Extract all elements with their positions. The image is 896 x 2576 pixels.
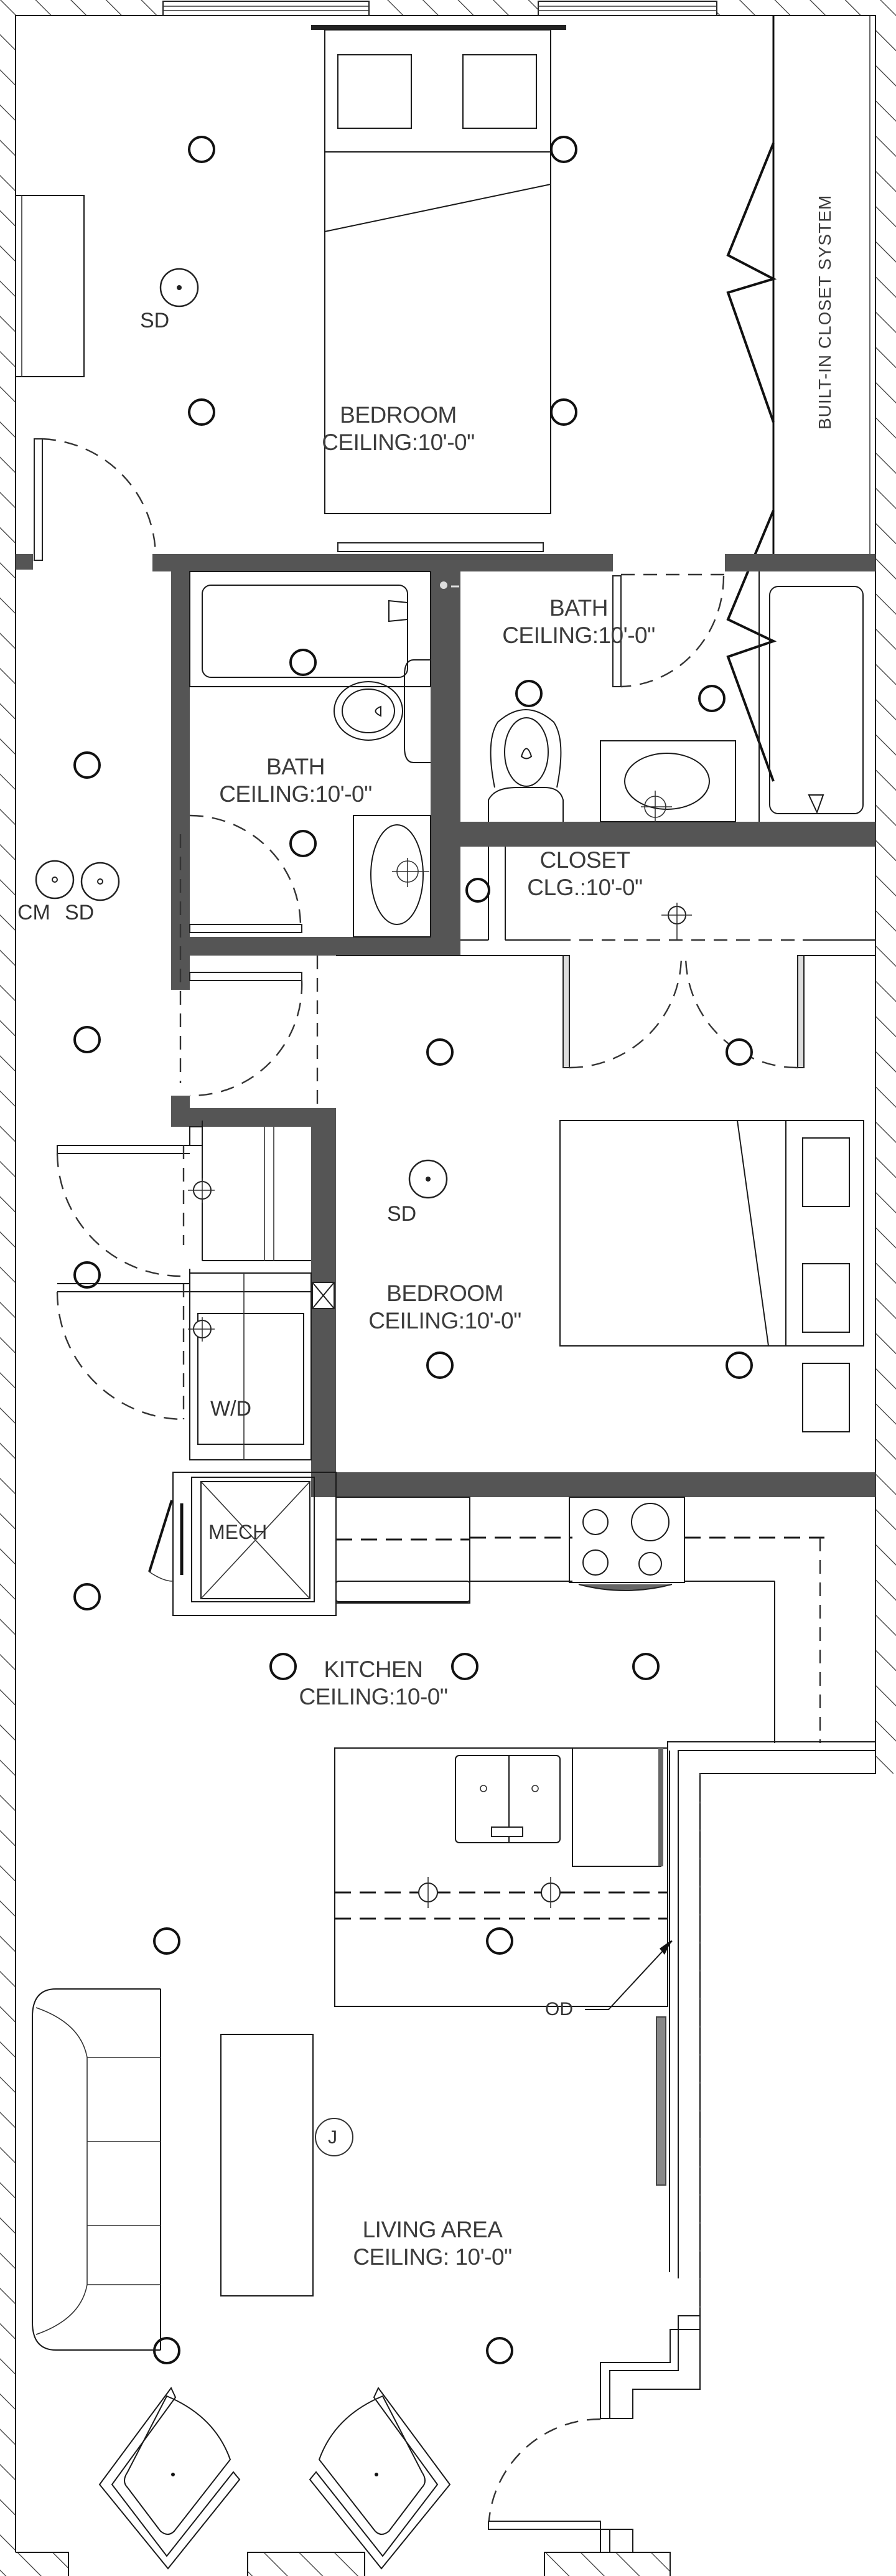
linen-closet <box>56 1121 311 1277</box>
room-name: BEDROOM <box>340 402 457 428</box>
sd-label: SD <box>387 1202 417 1226</box>
sofa <box>32 1988 161 2351</box>
room-label-kitchen: KITCHEN CEILING:10-0" <box>268 1656 479 1711</box>
master-bath-tub <box>758 571 864 822</box>
ceiling-light <box>486 2337 513 2364</box>
room-name: BATH <box>549 595 608 621</box>
outlet-icon <box>188 1317 215 1342</box>
laundry-closet <box>56 1269 312 1460</box>
master-bath-vanity <box>600 740 736 822</box>
junction-box-icon <box>315 2118 353 2156</box>
room-ceiling: CEILING:10'-0" <box>502 623 655 648</box>
master-bath-toilet <box>488 680 564 822</box>
room-label-closet: CLOSET CLG.:10'-0" <box>510 847 660 901</box>
room-name: CLOSET <box>539 847 630 873</box>
co-monitor-icon <box>35 860 75 900</box>
room-label-living-area: LIVING AREA CEILING: 10'-0" <box>324 2216 541 2271</box>
room-label-second-bedroom: BEDROOM CEILING:10'-0" <box>339 1280 551 1335</box>
coffee-table <box>220 2034 314 2296</box>
wd-label: W/D <box>210 1397 252 1421</box>
ceiling-light <box>451 1653 478 1680</box>
window-top-left <box>162 1 370 16</box>
ceiling-light <box>289 649 317 676</box>
ceiling-light <box>269 1653 297 1680</box>
range-stove <box>569 1497 685 1591</box>
outlet-icon <box>661 903 692 940</box>
ceiling-light <box>726 1038 753 1066</box>
cm-label: CM <box>17 901 50 924</box>
sd-label: SD <box>140 309 170 332</box>
exhaust-fan-icon <box>312 1282 335 1309</box>
master-bedroom-door <box>34 438 157 561</box>
tv-wall-unit <box>656 2016 666 2186</box>
dresser <box>15 195 85 377</box>
entry-door <box>487 2316 701 2552</box>
room-ceiling: CEILING:10-0" <box>299 1684 448 1709</box>
master-bed <box>324 29 551 514</box>
ceiling-light <box>426 1351 454 1379</box>
closet-bifold-doors <box>726 16 870 782</box>
ceiling-light <box>188 136 215 163</box>
armchair-left <box>98 2387 241 2570</box>
outlet-icon <box>541 1877 561 1908</box>
ceiling-light <box>73 1261 101 1289</box>
mech-closet <box>148 1472 337 1616</box>
kitchen-island <box>334 1747 668 2007</box>
hall-bath-toilet <box>334 659 431 763</box>
hall-bath-door <box>179 814 302 1083</box>
ceiling-light <box>698 685 726 712</box>
smoke-detector-icon <box>80 862 120 901</box>
room-name: BEDROOM <box>386 1281 503 1306</box>
room-name: KITCHEN <box>324 1657 423 1682</box>
ceiling-light <box>289 830 317 857</box>
ceiling-light <box>726 1351 753 1379</box>
room-name: BATH <box>266 754 325 779</box>
kitchen-counters <box>335 1497 824 1743</box>
bedroom2-bed <box>559 1120 864 1432</box>
exterior-step-lines <box>667 1741 875 2278</box>
room-name: LIVING AREA <box>362 2217 503 2242</box>
ceiling-light <box>153 1927 180 1955</box>
shower-valve-icon <box>440 581 459 589</box>
master-bath-window <box>337 542 544 552</box>
room-label-master-bedroom: BEDROOM CEILING:10'-0" <box>292 402 504 456</box>
ceiling-light <box>188 398 215 426</box>
room-ceiling: CEILING:10'-0" <box>368 1308 521 1333</box>
room-ceiling: CEILING: 10'-0" <box>353 2244 512 2270</box>
ceiling-light <box>486 1927 513 1955</box>
closet-system-label: BUILT-IN CLOSET SYSTEM <box>815 194 834 430</box>
ceiling-light <box>426 1038 454 1066</box>
overhead-door-leader <box>585 1940 673 2010</box>
armchair-right <box>309 2387 451 2570</box>
ceiling-light <box>550 398 577 426</box>
room-ceiling: CEILING:10'-0" <box>219 781 372 807</box>
ceiling-light <box>73 1026 101 1053</box>
outlet-icon <box>188 1178 215 1203</box>
ceiling-light <box>632 1653 660 1680</box>
bed-headboard-ledge <box>311 25 566 30</box>
ceiling-light <box>465 878 490 903</box>
hall-bath-vanity <box>353 815 431 938</box>
outlet-icon <box>418 1877 438 1908</box>
smoke-detector-icon <box>159 268 199 308</box>
hall-bath-tub <box>189 571 431 687</box>
room-ceiling: CEILING:10'-0" <box>322 430 475 455</box>
room-ceiling: CLG.:10'-0" <box>527 875 643 900</box>
junction-box-label: J <box>328 2127 337 2148</box>
bedroom2-door <box>189 956 319 1108</box>
room-label-hall-bath: BATH CEILING:10'-0" <box>202 753 389 808</box>
ceiling-light <box>73 751 101 779</box>
smoke-detector-icon <box>408 1159 448 1199</box>
ceiling-light <box>550 136 577 163</box>
sd-label: SD <box>65 901 95 924</box>
room-label-master-bath: BATH CEILING:10'-0" <box>485 595 672 649</box>
master-bath-door <box>612 573 725 688</box>
mech-label: MECH <box>208 1521 268 1543</box>
ceiling-light <box>73 1583 101 1610</box>
window-top-right <box>538 1 717 16</box>
od-label: OD <box>545 1999 573 2019</box>
